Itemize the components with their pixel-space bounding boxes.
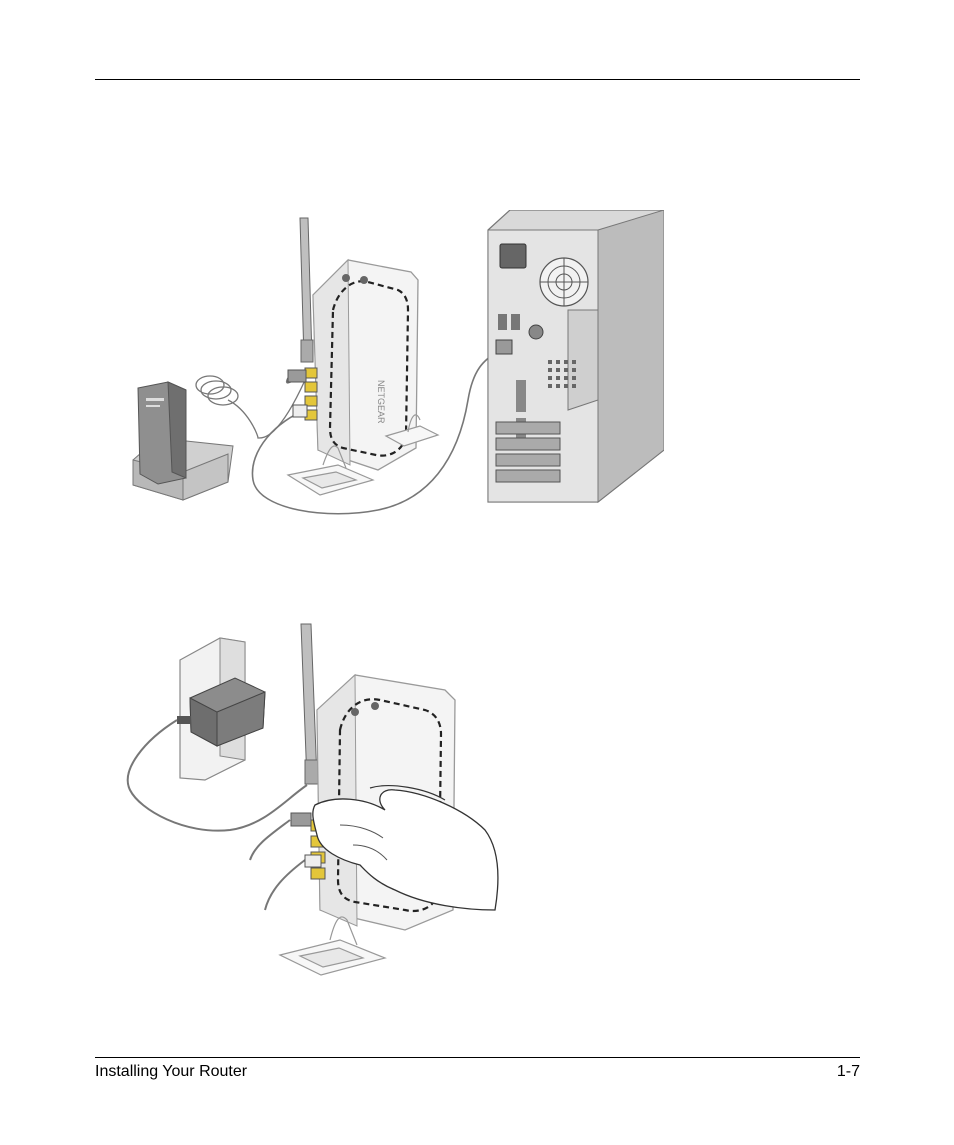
footer-page-number: 1-7 <box>837 1062 860 1082</box>
computer-tower-illustration <box>488 210 664 502</box>
router-stand-illustration <box>280 917 385 975</box>
footer-rule <box>95 1057 860 1058</box>
ethernet-plug-icon <box>305 855 321 867</box>
ethernet-plug-icon <box>288 370 306 382</box>
ethernet-plug-icon <box>293 405 307 417</box>
ethernet-cable-illustration <box>250 820 305 910</box>
router-antenna-illustration <box>301 624 319 784</box>
router-power-illustration <box>125 620 525 978</box>
router-antenna-illustration <box>300 218 313 362</box>
modem-router-computer-illustration: NETGEAR <box>128 210 664 524</box>
header-rule <box>95 79 860 80</box>
svg-text:NETGEAR: NETGEAR <box>376 380 386 424</box>
coiled-cable-illustration <box>196 376 306 438</box>
ethernet-plug-icon <box>291 813 311 826</box>
cable-modem-illustration <box>133 382 233 500</box>
footer-section-title: Installing Your Router <box>95 1062 247 1082</box>
